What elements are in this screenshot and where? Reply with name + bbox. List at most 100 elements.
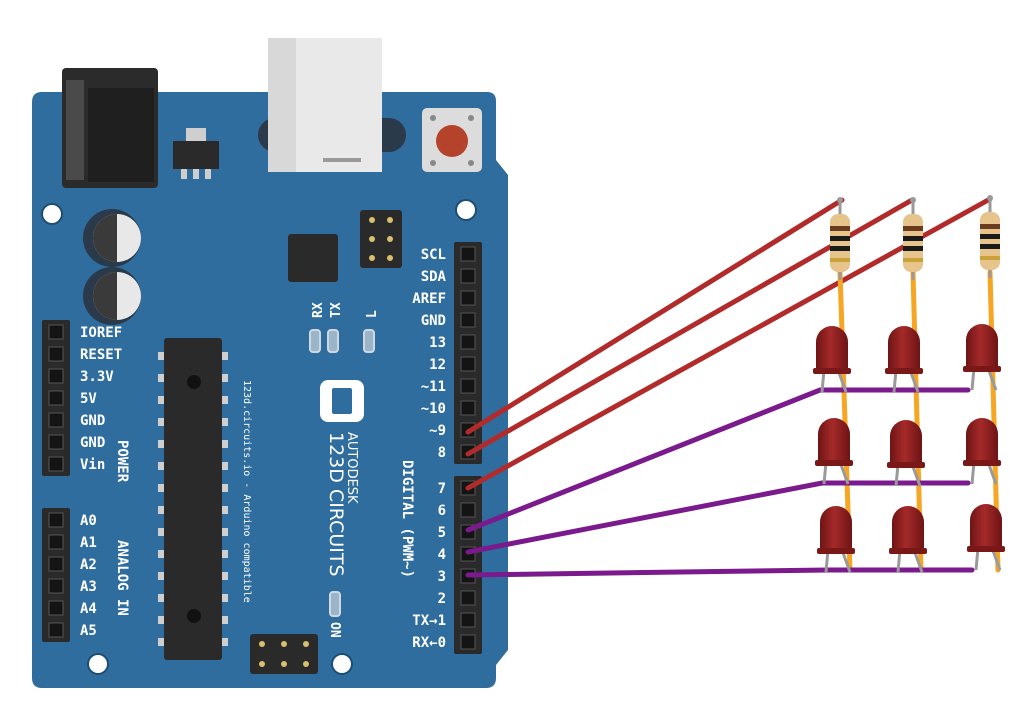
red-wire-pin9 (465, 197, 845, 435)
brand-logo (320, 380, 364, 422)
digital-pin-label: 8 (438, 445, 446, 461)
digital-pin-label: ~10 (421, 401, 446, 417)
icsp-header (360, 210, 402, 268)
power-pin-socket[interactable] (48, 346, 64, 362)
digital-pin-label: 4 (438, 547, 446, 563)
analog-pin-label: A2 (80, 557, 97, 573)
analog-pin-socket[interactable] (48, 556, 64, 572)
l-led (363, 329, 375, 353)
analog-pin-socket[interactable] (48, 534, 64, 550)
led (963, 418, 1001, 485)
digital-pin-socket[interactable] (460, 612, 476, 628)
resistor (830, 197, 850, 280)
digital-pin-socket[interactable] (460, 502, 476, 518)
microcontroller (158, 338, 228, 660)
power-pin-label: IOREF (80, 325, 122, 341)
power-label: POWER (114, 440, 130, 483)
mounting-hole (331, 653, 353, 675)
analog-pin-socket[interactable] (48, 512, 64, 528)
usb-connector (258, 38, 406, 172)
digital-pin-socket[interactable] (460, 246, 476, 262)
led (813, 326, 851, 393)
led (889, 506, 927, 573)
analog-pin-label: A5 (80, 623, 97, 639)
digital-pin-label: SDA (421, 269, 447, 285)
power-pin-label: GND (80, 435, 105, 451)
mounting-hole (455, 199, 477, 221)
analog-label: ANALOG IN (114, 540, 130, 616)
digital-pin-label: GND (421, 313, 446, 329)
power-pin-socket[interactable] (48, 456, 64, 472)
resistor (903, 197, 923, 280)
voltage-regulator (173, 128, 219, 179)
digital-pin-label: ~11 (421, 379, 446, 395)
mounting-hole (87, 653, 109, 675)
digital-pin-socket[interactable] (460, 268, 476, 284)
analog-pin-label: A4 (80, 601, 97, 617)
digital-pin-label: TX→1 (412, 613, 446, 629)
compat-text: 123d.circuits.io - Arduino compatible (241, 380, 252, 603)
digital-pin-socket[interactable] (460, 290, 476, 306)
reset-button[interactable] (422, 108, 482, 172)
arduino-board: RX TX L 123d.circuits.io - Arduino compa… (32, 38, 508, 688)
digital-pin-label: 13 (429, 335, 446, 351)
power-pin-socket[interactable] (48, 412, 64, 428)
digital-pin-label: SCL (421, 247, 446, 263)
capacitor (83, 267, 141, 325)
analog-pin-socket[interactable] (48, 578, 64, 594)
digital-pin-socket[interactable] (460, 312, 476, 328)
digital-pin-socket[interactable] (460, 334, 476, 350)
label-rx: RX (311, 302, 326, 318)
digital-pin-socket[interactable] (460, 356, 476, 372)
analog-pin-label: A3 (80, 579, 97, 595)
digital-pin-socket[interactable] (460, 634, 476, 650)
brand-top: AUTODESK (344, 432, 359, 504)
led-matrix (813, 324, 1005, 573)
label-on: ON (327, 622, 342, 638)
digital-pin-label: 5 (438, 525, 446, 541)
digital-pin-label: RX←0 (412, 635, 446, 651)
label-tx: TX (329, 302, 344, 318)
brand-bottom: 123D CIRCUITS (325, 432, 347, 577)
analog-pin-label: A1 (80, 535, 97, 551)
resistor (980, 195, 1000, 278)
digital-pin-socket[interactable] (460, 590, 476, 606)
icsp-header-bottom (250, 634, 318, 674)
power-pin-label: 5V (80, 391, 97, 407)
digital-label: DIGITAL (PWM~) (399, 460, 415, 578)
led (967, 504, 1005, 571)
digital-pin-label: 2 (438, 591, 446, 607)
power-pin-label: RESET (80, 347, 122, 363)
led (963, 324, 1001, 391)
purple-wire-pin3 (465, 567, 975, 578)
tx-led (327, 329, 339, 353)
digital-pin-label: ~9 (429, 423, 446, 439)
resistors (830, 195, 1000, 280)
power-pin-socket[interactable] (48, 390, 64, 406)
led (817, 506, 855, 573)
power-pin-label: 3.3V (80, 369, 114, 385)
on-led (329, 591, 341, 617)
power-pin-label: GND (80, 413, 105, 429)
digital-pin-socket[interactable] (460, 378, 476, 394)
digital-pin-label: 7 (438, 481, 446, 497)
analog-pin-socket[interactable] (48, 622, 64, 638)
analog-pin-label: A0 (80, 513, 97, 529)
usb-chip (288, 234, 338, 282)
digital-pin-socket[interactable] (460, 400, 476, 416)
analog-pin-socket[interactable] (48, 600, 64, 616)
power-pin-socket[interactable] (48, 368, 64, 384)
led (815, 418, 853, 485)
digital-pin-label: 3 (438, 569, 446, 585)
power-jack (62, 68, 158, 188)
power-pin-socket[interactable] (48, 324, 64, 340)
led (887, 420, 925, 487)
label-l: L (365, 310, 380, 318)
capacitor (83, 209, 141, 267)
power-pin-socket[interactable] (48, 434, 64, 450)
digital-pin-label: 6 (438, 503, 446, 519)
rx-led (309, 329, 321, 353)
